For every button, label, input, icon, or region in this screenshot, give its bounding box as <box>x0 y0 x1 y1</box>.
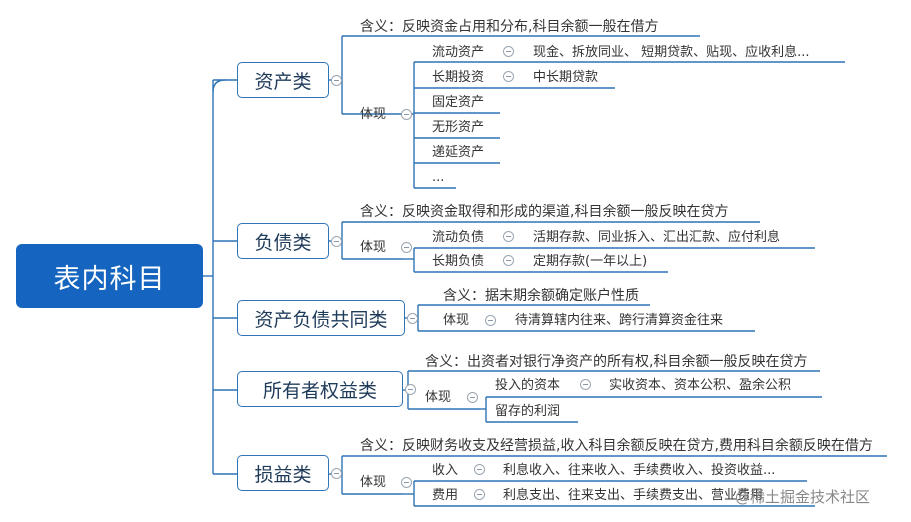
equity-embody: 体现 <box>425 390 452 405</box>
assets-item-detail: 现金、拆放同业、 短期贷款、贴现、应收利息... <box>533 45 810 60</box>
category-common[interactable]: 资产负债共同类 <box>237 300 405 336</box>
assets-item-name: 长期投资 <box>432 70 485 85</box>
common-embody: 体现 <box>443 313 470 328</box>
collapse-icon[interactable] <box>503 71 514 82</box>
collapse-icon[interactable] <box>401 242 412 253</box>
assets-item-name: 固定资产 <box>432 95 485 110</box>
liabilities-item-detail: 定期存款(一年以上) <box>533 254 648 269</box>
assets-item-name: 无形资产 <box>432 120 485 135</box>
equity-meaning: 含义：出资者对银行净资产的所有权,科目余额一般反映在贷方 <box>425 354 808 370</box>
collapse-icon[interactable] <box>485 315 496 326</box>
pnl-embody: 体现 <box>360 475 387 490</box>
category-assets[interactable]: 资产类 <box>237 62 329 98</box>
assets-item-name: ... <box>432 170 445 185</box>
collapse-icon[interactable] <box>580 379 591 390</box>
collapse-icon[interactable] <box>405 384 416 395</box>
collapse-icon[interactable] <box>401 477 412 488</box>
collapse-icon[interactable] <box>331 236 342 247</box>
assets-item-name: 递延资产 <box>432 145 485 160</box>
equity-item-name: 投入的资本 <box>495 378 561 393</box>
category-equity[interactable]: 所有者权益类 <box>237 371 403 407</box>
assets-embody: 体现 <box>360 107 387 122</box>
pnl-item-name: 收入 <box>432 463 459 478</box>
pnl-item-name: 费用 <box>432 488 459 503</box>
category-liabilities[interactable]: 负债类 <box>237 223 329 259</box>
assets-meaning: 含义：反映资金占用和分布,科目余额一般在借方 <box>360 19 659 35</box>
assets-item-name: 流动资产 <box>432 45 485 60</box>
pnl-item-detail: 利息收入、往来收入、手续费收入、投资收益... <box>503 463 776 478</box>
collapse-icon[interactable] <box>331 75 342 86</box>
collapse-icon[interactable] <box>474 464 485 475</box>
pnl-item-detail: 利息支出、往来支出、手续费支出、营业费用 <box>503 488 764 503</box>
root-node[interactable]: 表内科目 <box>16 244 203 308</box>
liabilities-item-detail: 活期存款、同业拆入、汇出汇款、应付利息 <box>533 230 781 245</box>
collapse-icon[interactable] <box>503 46 514 57</box>
common-detail: 待清算辖内往来、跨行清算资金往来 <box>515 313 724 328</box>
category-pnl[interactable]: 损益类 <box>237 455 329 491</box>
collapse-icon[interactable] <box>407 313 418 324</box>
collapse-icon[interactable] <box>467 392 478 403</box>
watermark: @稀土掘金技术社区 <box>735 488 871 506</box>
collapse-icon[interactable] <box>331 468 342 479</box>
collapse-icon[interactable] <box>503 231 514 242</box>
common-meaning: 含义：据末期余额确定账户性质 <box>443 288 639 304</box>
liabilities-embody: 体现 <box>360 240 387 255</box>
assets-item-detail: 中长期贷款 <box>533 70 599 85</box>
collapse-icon[interactable] <box>401 109 412 120</box>
equity-item-name: 留存的利润 <box>495 404 561 419</box>
collapse-icon[interactable] <box>474 489 485 500</box>
liabilities-meaning: 含义：反映资金取得和形成的渠道,科目余额一般反映在贷方 <box>360 204 729 220</box>
liabilities-item-name: 长期负债 <box>432 254 485 269</box>
equity-item-detail: 实收资本、资本公积、盈余公积 <box>609 378 792 393</box>
liabilities-item-name: 流动负债 <box>432 230 485 245</box>
pnl-meaning: 含义：反映财务收支及经营损益,收入科目余额反映在贷方,费用科目余额反映在借方 <box>360 438 873 454</box>
collapse-icon[interactable] <box>503 255 514 266</box>
